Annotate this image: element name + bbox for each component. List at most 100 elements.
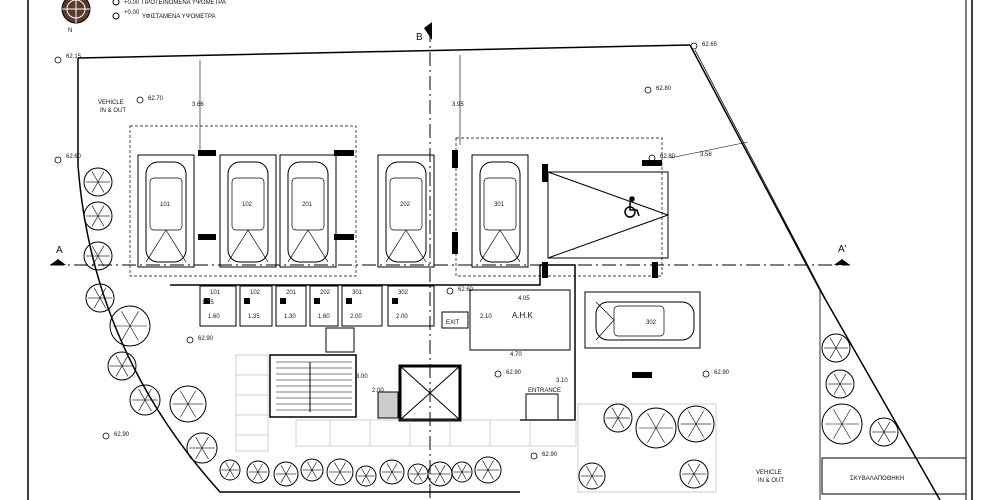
tree-icon [85, 283, 115, 313]
wheelchair-icon [624, 196, 640, 218]
storage-unit-301: 301 2.00 [341, 285, 383, 327]
storage-unit-302: 302 2.00 [387, 285, 435, 327]
tree-icon [83, 201, 113, 231]
section-a-label: A [56, 245, 63, 256]
tree-icon [869, 417, 899, 447]
storage-width-101: 1.60 [208, 314, 220, 320]
plot-boundary-inner [694, 49, 826, 500]
tree-icon [474, 456, 502, 484]
svg-text:62.70: 62.70 [148, 96, 164, 102]
tree-icon [83, 241, 113, 271]
svg-text:4.70: 4.70 [510, 352, 522, 358]
tree-icon [427, 461, 453, 487]
north-label: N [68, 28, 72, 34]
parking-bay-301: 301 [471, 154, 529, 268]
tree-icon [83, 167, 113, 197]
legend: +0.00 ΠΡΟΤΕΙΝΟΜΕΝΑ ΥΨΟΜΕΤΡΑ +0.00 ΥΦΙΣΤΑ… [112, 0, 226, 20]
level-labels: 62.15 62.60 62.65 62.70 62.80 62.90 62.9… [66, 42, 730, 458]
storage-label-202: 202 [320, 290, 331, 296]
svg-text:3.00: 3.00 [356, 374, 368, 380]
parking-bay-102: 102 [219, 154, 277, 268]
inner-dimension-labels: 4.05 2.10 4.70 3.00 2.00 3.10 1.35 [202, 296, 568, 394]
paving-pattern [235, 354, 717, 493]
parking-bay-201: 201 [279, 154, 337, 268]
tree-icon [679, 459, 709, 489]
stair-treads [276, 361, 352, 412]
tree-icon [825, 369, 855, 399]
svg-text:62.80: 62.80 [660, 154, 676, 160]
tree-icon [821, 333, 851, 363]
tree-icon [300, 458, 324, 482]
canopy-outlines [129, 125, 663, 277]
tree-icon [451, 461, 473, 483]
storage-width-102: 1.35 [248, 314, 260, 320]
building-core [170, 264, 576, 422]
svg-text:62.15: 62.15 [66, 54, 82, 60]
svg-text:2.10: 2.10 [480, 314, 492, 320]
vehicle-in-out-top: VEHICLE IN & OUT [98, 100, 126, 114]
svg-text:3.95: 3.95 [452, 102, 464, 108]
tree-icon [603, 403, 633, 433]
storage-label-302: 302 [398, 290, 409, 296]
vehicle-in-out-bottom: VEHICLE IN & OUT [756, 470, 784, 484]
garbage-room-label: ΣΚΥΒΑΛΑΠΟΘΗΚΗ [850, 476, 904, 482]
tree-icon [169, 385, 207, 423]
svg-text:62.60: 62.60 [458, 287, 474, 293]
dimension-lines [199, 55, 749, 159]
tree-icon [129, 384, 161, 416]
drawing-frame [27, 0, 973, 500]
tree-icon [186, 432, 218, 464]
parking-label-301: 301 [494, 202, 505, 208]
svg-text:4.05: 4.05 [518, 296, 530, 302]
storage-units: 1011.601021.352011.302021.603012.003022.… [199, 285, 435, 327]
svg-text:VEHICLE: VEHICLE [756, 470, 782, 476]
tree-icon [407, 463, 429, 485]
storage-label-301: 301 [352, 290, 363, 296]
svg-text:62.65: 62.65 [702, 42, 718, 48]
svg-text:2.00: 2.00 [372, 388, 384, 394]
svg-text:62.90: 62.90 [542, 452, 558, 458]
dimension-labels: 3.66 3.95 3.58 [192, 102, 712, 158]
svg-text:VEHICLE: VEHICLE [98, 100, 124, 106]
section-a-prime-label: A' [838, 244, 847, 255]
tree-icon [109, 305, 151, 347]
parking-302-label: 302 [646, 320, 657, 326]
tree-icon [379, 459, 405, 485]
legend-existing-levels: ΥΦΙΣΤΑΜΕΝΑ ΥΨΟΜΕΤΡΑ [142, 14, 216, 20]
svg-text:62.90: 62.90 [506, 370, 522, 376]
parking-bay-101: 101 [137, 154, 195, 268]
svg-text:IN & OUT: IN & OUT [758, 478, 784, 484]
storage-width-202: 1.60 [318, 314, 330, 320]
structural-columns [198, 150, 662, 378]
legend-level-a: +0.00 [124, 0, 140, 6]
parking-bay-202: 202 [377, 154, 435, 268]
tree-icon [578, 462, 606, 490]
storage-label-201: 201 [286, 290, 297, 296]
storage-unit-202: 202 1.60 [309, 285, 339, 327]
svg-text:62.90: 62.90 [114, 432, 130, 438]
tree-icon [326, 458, 354, 486]
parking-label-202: 202 [400, 202, 411, 208]
tree-icon [246, 460, 270, 484]
parking-bays: 101 102 201 202 301 [137, 154, 529, 268]
legend-proposed-levels: ΠΡΟΤΕΙΝΟΜΕΝΑ ΥΨΟΜΕΤΡΑ [142, 0, 226, 6]
garbage-room: ΣΚΥΒΑΛΑΠΟΘΗΚΗ [821, 457, 967, 495]
storage-label-101: 101 [210, 290, 221, 296]
svg-text:62.90: 62.90 [198, 336, 214, 342]
exit-label: EXIT [446, 320, 460, 326]
trees [83, 167, 899, 490]
storage-width-302: 2.00 [396, 314, 408, 320]
svg-text:62.90: 62.90 [714, 370, 730, 376]
parking-bay-302: 302 [584, 291, 701, 349]
tree-icon [355, 465, 377, 487]
svg-text:3.58: 3.58 [700, 152, 712, 158]
ahk-label: Α.Η.Κ [512, 311, 534, 320]
storage-width-301: 2.00 [350, 314, 362, 320]
parking-label-101: 101 [160, 202, 171, 208]
svg-text:62.80: 62.80 [656, 86, 672, 92]
north-arrow-icon: N [61, 0, 91, 34]
parking-label-201: 201 [302, 202, 313, 208]
svg-text:3.66: 3.66 [192, 102, 204, 108]
entrance-label: ENTRANCE [528, 388, 561, 394]
